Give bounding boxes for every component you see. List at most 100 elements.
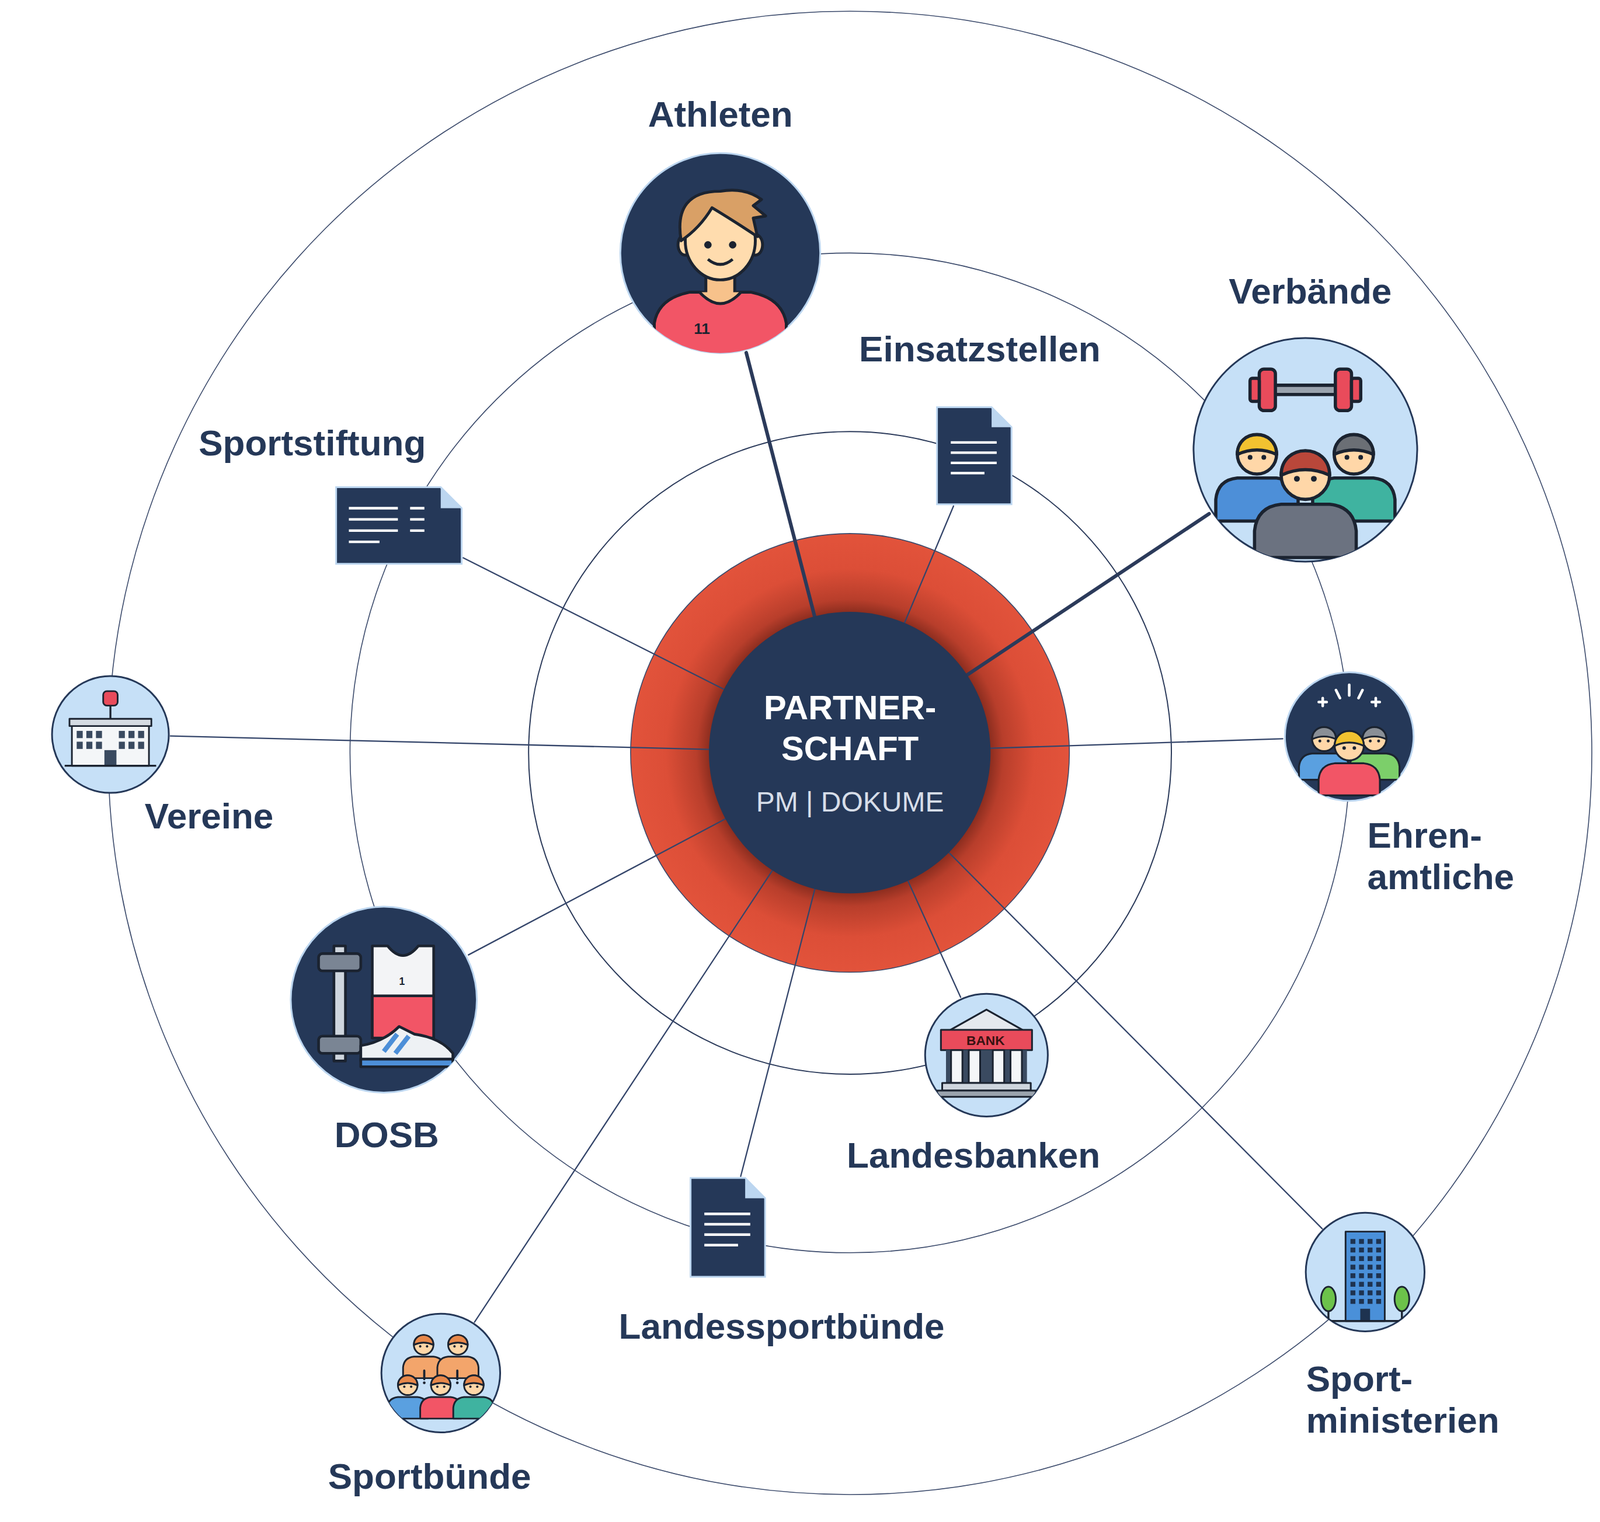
icon-part xyxy=(430,1375,451,1396)
icon-part xyxy=(1247,455,1252,461)
icon-part xyxy=(460,1345,463,1348)
icon-part xyxy=(383,1034,409,1055)
icon-part xyxy=(95,731,102,739)
icon-part xyxy=(1334,369,1352,411)
stakeholder-node: Einsatzstellen xyxy=(935,405,1014,506)
node-circle xyxy=(1303,1211,1427,1334)
connector-line xyxy=(740,889,815,1177)
icon-part xyxy=(456,1382,459,1386)
node-circle xyxy=(379,1312,503,1435)
icon-part xyxy=(1341,746,1346,750)
icon-part xyxy=(1215,369,1396,558)
icon-part xyxy=(64,691,156,767)
icon-part xyxy=(1359,1273,1365,1279)
icon-part xyxy=(654,190,787,365)
connector-line xyxy=(908,881,961,998)
icon-part xyxy=(1350,1239,1356,1244)
icon-part xyxy=(290,906,478,1094)
icon-part xyxy=(1318,763,1380,796)
icon-part xyxy=(1010,1049,1023,1083)
icon-part xyxy=(1312,727,1337,752)
icon-part xyxy=(1333,435,1373,455)
icon-part xyxy=(941,1030,1033,1051)
icon-part xyxy=(1350,1264,1356,1270)
center-subtitle: PM | DOKUME xyxy=(756,785,945,820)
icon-part xyxy=(680,190,767,241)
icon-part xyxy=(1362,727,1387,740)
node-circle xyxy=(287,903,480,1097)
icon-part xyxy=(1376,1291,1382,1296)
stakeholder-node: Sportbünde xyxy=(379,1312,503,1435)
icon-part xyxy=(1351,378,1361,402)
icon-part xyxy=(729,241,737,249)
icon-part xyxy=(137,742,144,750)
icon-part xyxy=(1376,739,1380,743)
icon-part xyxy=(453,1397,495,1419)
icon-part xyxy=(381,1313,500,1433)
icon-part xyxy=(1358,455,1363,461)
orbit-circle xyxy=(528,431,1172,1075)
icon-text: BANK xyxy=(966,1034,1005,1048)
icon-part xyxy=(102,691,118,706)
icon-part xyxy=(708,611,991,894)
node-label: Landesbanken xyxy=(842,1134,1105,1177)
icon-part xyxy=(1362,727,1387,752)
icon-part xyxy=(103,750,117,767)
connector-line xyxy=(170,736,710,750)
icon-part xyxy=(447,1335,468,1346)
icon-part xyxy=(436,1386,439,1389)
icon-part xyxy=(1334,731,1364,746)
center-node: PARTNER- SCHAFT PM | DOKUME xyxy=(708,611,991,894)
icon-part xyxy=(1249,378,1259,402)
icon-part xyxy=(402,1386,406,1389)
icon-part xyxy=(1334,731,1364,761)
icon-part xyxy=(1376,1247,1382,1253)
icon-part xyxy=(1367,1256,1373,1262)
connector-line xyxy=(746,352,815,617)
stakeholder-node: Landesbanken xyxy=(923,992,1050,1119)
document-icon xyxy=(935,405,1014,506)
node-label: Sportstiftung xyxy=(193,422,431,464)
icon-part xyxy=(1313,1320,1417,1323)
icon-part xyxy=(1350,1291,1356,1296)
node-circle xyxy=(1190,334,1421,566)
icon-part xyxy=(424,1371,458,1380)
icon-part xyxy=(942,1083,1032,1091)
icon-part xyxy=(951,442,998,473)
icon-part xyxy=(945,1049,1028,1083)
icon-part xyxy=(85,731,92,739)
center-title: PARTNER- SCHAFT xyxy=(763,687,937,771)
connector-line xyxy=(474,870,773,1323)
icon-part xyxy=(464,1375,485,1386)
icon-part xyxy=(654,291,787,365)
orbit-circle xyxy=(108,11,1592,1495)
icon-part xyxy=(704,241,712,249)
node-label: Athleten xyxy=(643,93,798,135)
icon-part xyxy=(1192,338,1417,562)
icon-part xyxy=(993,1049,1005,1083)
icon-part xyxy=(419,1345,422,1348)
icon-part xyxy=(336,487,462,564)
node-label: Sportbünde xyxy=(323,1455,537,1498)
icon-part xyxy=(128,742,135,750)
icon-part xyxy=(1317,739,1321,743)
node-circle xyxy=(617,150,824,357)
icon-part xyxy=(925,993,1049,1117)
icon-part xyxy=(699,291,742,304)
document-icon xyxy=(689,1176,767,1279)
icon-part xyxy=(1333,435,1373,475)
stakeholder-node: Vereine xyxy=(50,674,171,795)
icon-part xyxy=(992,407,1012,428)
icon-part xyxy=(475,1386,479,1389)
icon-part xyxy=(469,1386,472,1389)
icon-part xyxy=(1376,1264,1382,1270)
node-label: Verbände xyxy=(1223,270,1397,312)
icon-part xyxy=(1254,504,1356,558)
icon-part xyxy=(745,1177,765,1199)
icon-part xyxy=(1367,1273,1373,1279)
icon-part xyxy=(1376,1239,1382,1244)
icon-part xyxy=(430,1375,451,1386)
icon-part xyxy=(1376,1273,1382,1279)
icon-part xyxy=(1367,1299,1373,1304)
